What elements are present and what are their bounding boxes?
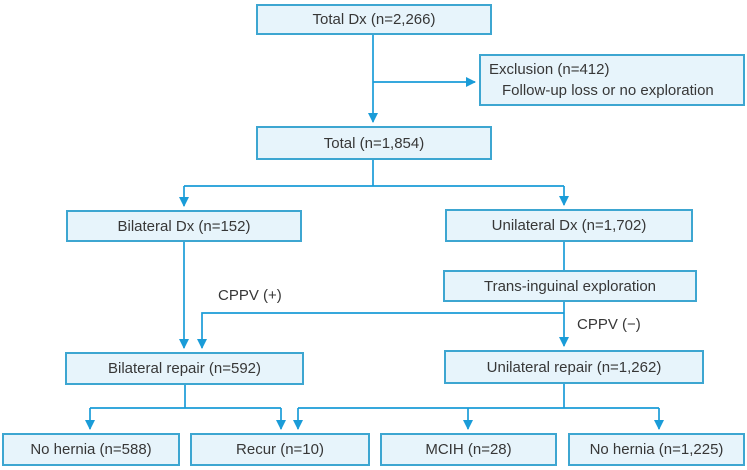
- node-unilateral-dx: Unilateral Dx (n=1,702): [445, 209, 693, 242]
- edge-label-cppv-negative: CPPV (−): [577, 316, 641, 333]
- node-unilateral-repair: Unilateral repair (n=1,262): [444, 350, 704, 384]
- node-trans-inguinal-exploration: Trans-inguinal exploration: [443, 270, 697, 302]
- connector-bilateral-fanout: [90, 385, 281, 409]
- connector-unilateral-fanout: [298, 384, 659, 409]
- node-exclusion: Exclusion (n=412) Follow-up loss or no e…: [479, 54, 745, 106]
- connector-cppv-positive: [196, 312, 564, 350]
- node-total: Total (n=1,854): [256, 126, 492, 160]
- node-no-hernia-unilateral: No hernia (n=1,225): [568, 433, 745, 466]
- node-recur: Recur (n=10): [190, 433, 370, 466]
- exclusion-line2: Follow-up loss or no exploration: [502, 82, 714, 99]
- edge-label-cppv-positive: CPPV (+): [218, 287, 282, 304]
- node-total-dx: Total Dx (n=2,266): [256, 4, 492, 35]
- node-bilateral-dx: Bilateral Dx (n=152): [66, 210, 302, 242]
- exclusion-line1: Exclusion (n=412): [489, 61, 610, 78]
- node-bilateral-repair: Bilateral repair (n=592): [65, 352, 304, 385]
- node-mcih: MCIH (n=28): [380, 433, 557, 466]
- connector-total-split: [184, 160, 564, 187]
- node-no-hernia-bilateral: No hernia (n=588): [2, 433, 180, 466]
